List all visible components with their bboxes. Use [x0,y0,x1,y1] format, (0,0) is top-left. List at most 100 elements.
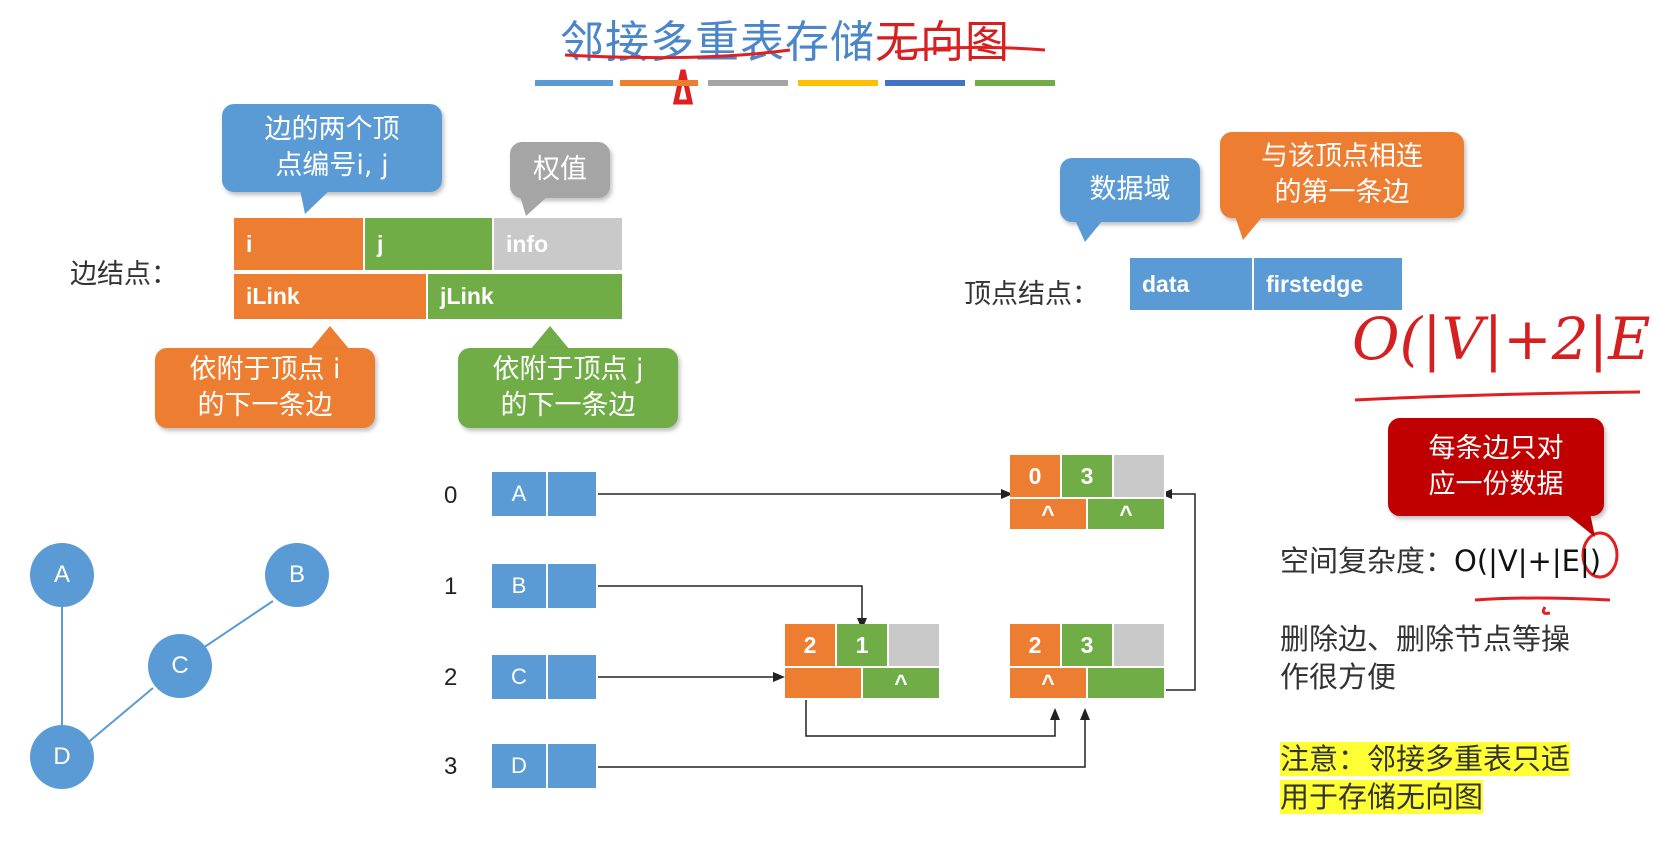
vertex-ptr-a [548,472,598,516]
vertex-cell-b: B [492,564,548,608]
title-underline-red [564,48,791,60]
callout-data-text: 数据域 [1089,174,1171,205]
arrow-heads [773,489,1172,720]
field-j: j [365,218,494,270]
warning-note-line2: 用于存储无向图 [1280,780,1484,814]
field-data: data [1130,258,1254,310]
callout-jlink-line2: 的下一条边 [500,390,636,421]
color-bar-gold [798,80,878,86]
edge21-j: 1 [837,624,889,668]
warning-note: 注意：邻接多重表只适 用于存储无向图 [1280,740,1571,816]
vertex-cell-c: C [492,655,548,699]
edge03-j: 3 [1062,455,1114,499]
arrow-ilink-21 [805,690,1056,737]
space-complexity: 空间复杂度：O(|V|+|E|) [1280,538,1601,580]
callout-firstedge-line2: 的第一条边 [1274,177,1410,208]
callout-weight-text: 权值 [533,154,587,185]
graph-node-c: C [148,634,212,698]
convenience-note-line2: 作很方便 [1280,660,1397,694]
field-i: i [234,218,365,270]
callout-tail-blue [300,190,330,214]
arrow-d [570,718,1086,768]
convenience-note: 删除边、删除节点等操 作很方便 [1280,620,1570,696]
callout-ilink-line1: 依附于顶点 i [189,354,341,385]
callout-one-copy-line1: 每条边只对 [1428,433,1564,464]
row-index-3: 3 [444,753,458,780]
field-jlink: jLink [428,274,624,319]
field-firstedge: firstedge [1254,258,1404,310]
color-bar-gray [708,80,788,86]
space-complexity-label: 空间复杂度： [1280,544,1455,578]
edge03-i: 0 [1010,455,1062,499]
vertex-node-label: 顶点结点： [964,279,1099,310]
graph-node-a: A [30,543,94,607]
callout-ilink: 依附于顶点 i 的下一条边 [155,348,375,428]
graph-node-d: D [30,725,94,789]
row-index-0: 0 [444,482,458,509]
callout-one-copy: 每条边只对应一份数据 [1388,418,1604,516]
callout-firstedge: 与该顶点相连的第一条边 [1220,132,1464,218]
callout-data-tail [1075,220,1103,242]
space-complexity-formula: O(|V|+|E|) [1454,544,1601,578]
callout-one-copy-line2: 应一份数据 [1428,469,1564,500]
edge23-j: 3 [1062,624,1114,668]
edge23-info [1114,624,1166,668]
e-circle [1581,531,1619,579]
field-ilink: iLink [234,274,428,319]
callout-vertex-numbers-line1: 边的两个顶 [264,114,400,145]
edge03-info [1114,455,1166,499]
title-part2: 无向图 [875,17,1010,68]
title-part1: 邻接多重表存储 [560,17,875,68]
formula-e: |E| [1551,544,1590,578]
edge21-jlink: ^ [863,668,941,700]
vertex-cell-d: D [492,744,548,788]
callout-one-copy-tail [1565,513,1595,537]
vertex-cell-a: A [492,472,548,516]
edge21-info [889,624,941,668]
color-bar-orange [620,80,698,86]
callout-tail-gray [520,196,548,216]
vertex-ptr-c [548,655,598,699]
field-info: info [494,218,624,270]
edge21-ilink [785,668,863,700]
graph-node-b: B [265,543,329,607]
callout-firstedge-line1: 与该顶点相连 [1261,141,1423,172]
callout-jlink-line1: 依附于顶点 j [492,354,644,385]
edge-b-c [199,600,274,651]
space-underline [1474,596,1611,602]
edge21-i: 2 [785,624,837,668]
callout-jlink: 依附于顶点 j 的下一条边 [458,348,678,428]
edge-c-d [84,687,154,746]
callout-tail-orange [310,326,350,350]
callout-vertex-numbers: 边的两个顶点编号i, j [222,104,442,192]
space-underline-hook [1541,606,1551,615]
color-bar-darkblue [885,80,965,86]
color-bar-blue [535,80,613,86]
edge23-jlink [1088,668,1166,700]
vertex-ptr-b [548,564,598,608]
row-index-1: 1 [444,573,458,600]
callout-weight: 权值 [510,142,610,198]
callout-vertex-numbers-line2: 点编号i, j [275,150,389,181]
callout-tail-green [530,326,570,350]
callout-data: 数据域 [1060,158,1200,222]
edge03-ilink: ^ [1010,499,1088,531]
handwritten-formula: O(|V|+2|E|) [1352,305,1653,373]
arrow-b [570,585,863,620]
warning-note-line1: 注意：邻接多重表只适 [1280,742,1571,776]
edge03-jlink: ^ [1088,499,1166,531]
color-bar-green [975,80,1055,86]
formula-end: ) [1589,544,1602,578]
formula-plus: + [1527,544,1552,578]
delta-mark [672,69,694,105]
page-title: 邻接多重表存储无向图 [560,6,1010,70]
edge23-i: 2 [1010,624,1062,668]
callout-ilink-line2: 的下一条边 [197,390,333,421]
edge-node-label: 边结点： [70,259,178,290]
vertex-ptr-d [548,744,598,788]
convenience-note-line1: 删除边、删除节点等操 [1280,622,1571,656]
title-underline-red-2 [894,45,1046,54]
formula-start: O(|V| [1454,544,1528,578]
edge23-ilink: ^ [1010,668,1088,700]
row-index-2: 2 [444,664,458,691]
